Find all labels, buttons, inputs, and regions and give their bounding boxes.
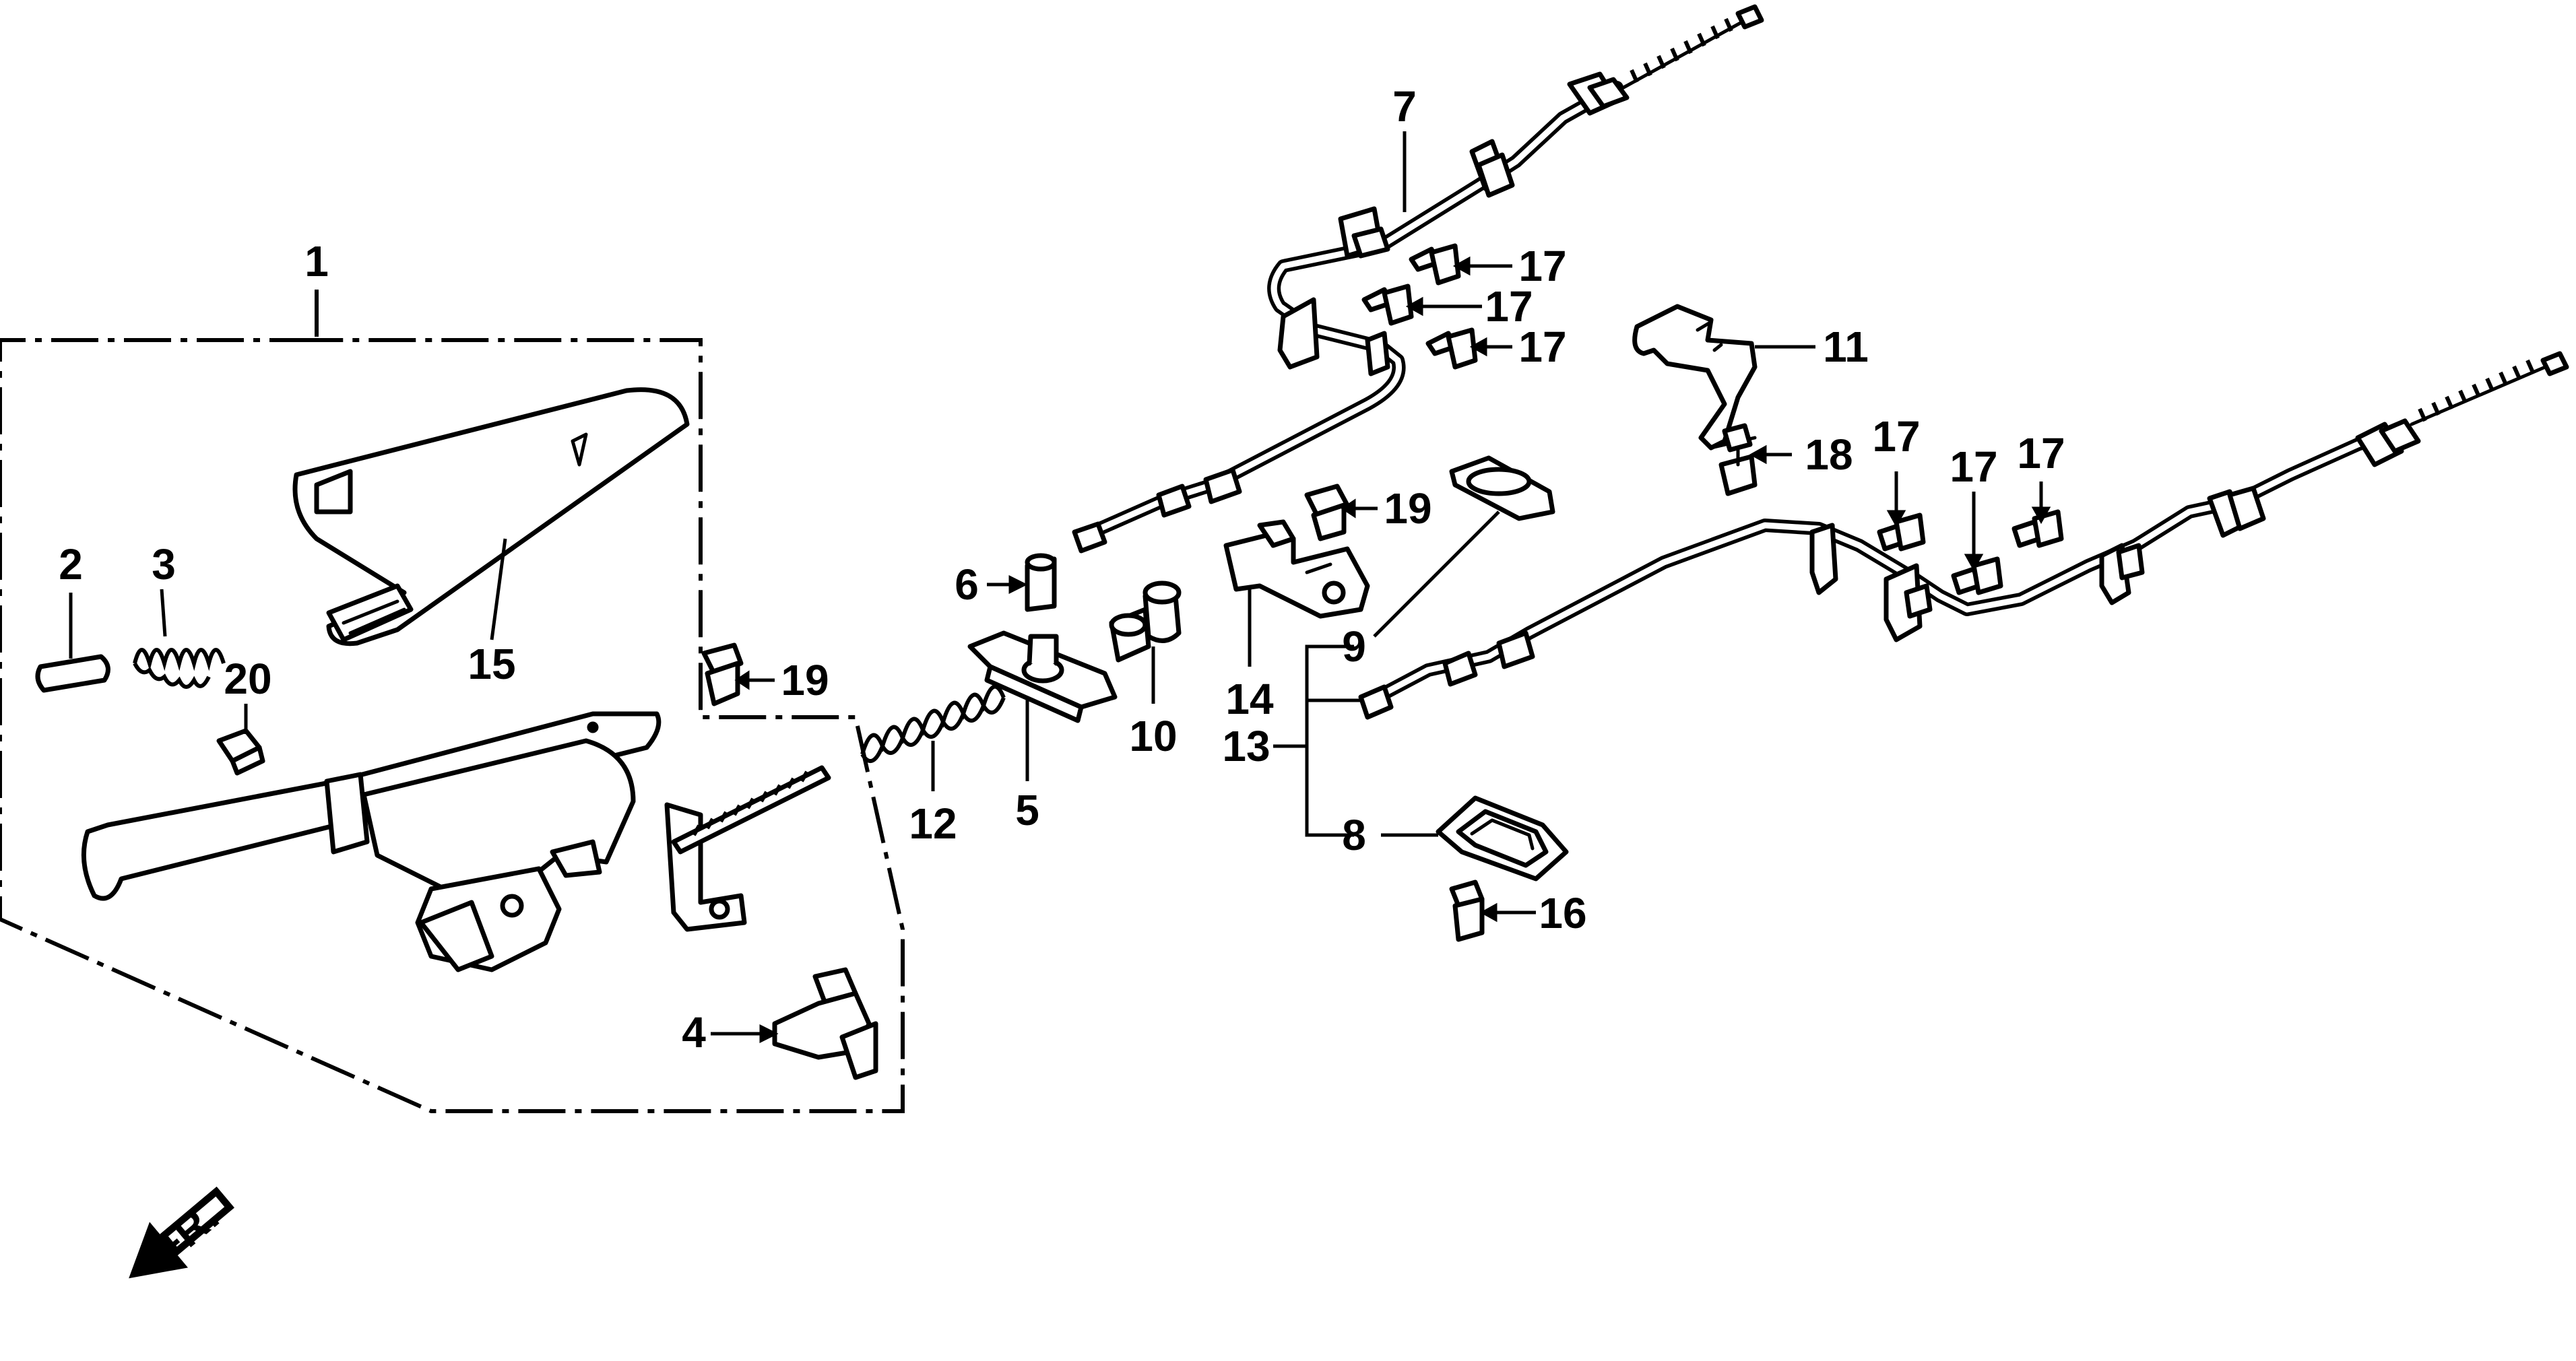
callout-6: 6 <box>955 560 979 609</box>
equalizer <box>967 630 1118 781</box>
bolt-17-d <box>1877 471 1926 552</box>
callout-17-f: 17 <box>2017 429 2065 477</box>
bolt-17-a <box>1409 243 1512 286</box>
parking-brake-lever <box>81 711 831 972</box>
bolt-16 <box>1449 879 1536 942</box>
callout-19-left: 19 <box>781 656 829 704</box>
callout-9: 9 <box>1342 622 1366 671</box>
bolt-19-left <box>701 642 775 706</box>
release-rod-pin <box>35 593 110 693</box>
callout-17-b: 17 <box>1485 282 1533 331</box>
callout-16: 16 <box>1539 889 1586 937</box>
callout-3: 3 <box>152 540 176 589</box>
callout-20: 20 <box>224 655 271 703</box>
callout-13: 13 <box>1222 722 1270 770</box>
callout-2: 2 <box>59 540 83 589</box>
left-rear-cable <box>1072 4 1764 554</box>
front-marker: FR. <box>129 1186 234 1279</box>
callout-4: 4 <box>682 1008 706 1057</box>
callout-15: 15 <box>468 640 515 688</box>
callout-12: 12 <box>909 799 957 848</box>
callout-19-right: 19 <box>1384 484 1431 533</box>
callout-group-13 <box>1273 644 1361 837</box>
bolt-17-b <box>1361 284 1482 326</box>
bolt-17-f <box>2011 482 2064 548</box>
release-spring <box>133 589 226 689</box>
bolt-17-e <box>1951 492 2003 595</box>
callout-17-e: 17 <box>1950 442 1997 491</box>
right-rear-cable <box>1358 351 2569 720</box>
bolt-19-right <box>1304 484 1378 541</box>
lever-grip-cover <box>292 387 690 646</box>
cable-clip <box>1632 304 1815 451</box>
equalizer-collar <box>1109 580 1182 704</box>
grommet-plate <box>1381 795 1569 882</box>
bolt-17-c <box>1425 327 1512 370</box>
callout-17-c: 17 <box>1518 323 1566 371</box>
callout-7: 7 <box>1392 82 1417 131</box>
assembly-boundary <box>0 290 905 1113</box>
bolt-20 <box>216 704 265 776</box>
callout-10: 10 <box>1129 712 1177 760</box>
callout-14: 14 <box>1225 675 1274 723</box>
callout-18: 18 <box>1805 430 1853 479</box>
callout-17-a: 17 <box>1518 242 1566 290</box>
cable-grommet <box>1373 455 1555 638</box>
equalizer-pin <box>987 553 1057 612</box>
callout-17-d: 17 <box>1872 412 1920 461</box>
equalizer-spring <box>860 684 1006 791</box>
callout-5: 5 <box>1015 786 1039 834</box>
cable-bracket <box>1223 519 1370 667</box>
callout-8: 8 <box>1342 811 1366 859</box>
front-arrow-icon <box>129 1186 234 1279</box>
brake-switch <box>711 967 878 1080</box>
callout-1: 1 <box>304 237 329 286</box>
bolt-18 <box>1718 423 1792 496</box>
callout-11: 11 <box>1823 323 1869 371</box>
